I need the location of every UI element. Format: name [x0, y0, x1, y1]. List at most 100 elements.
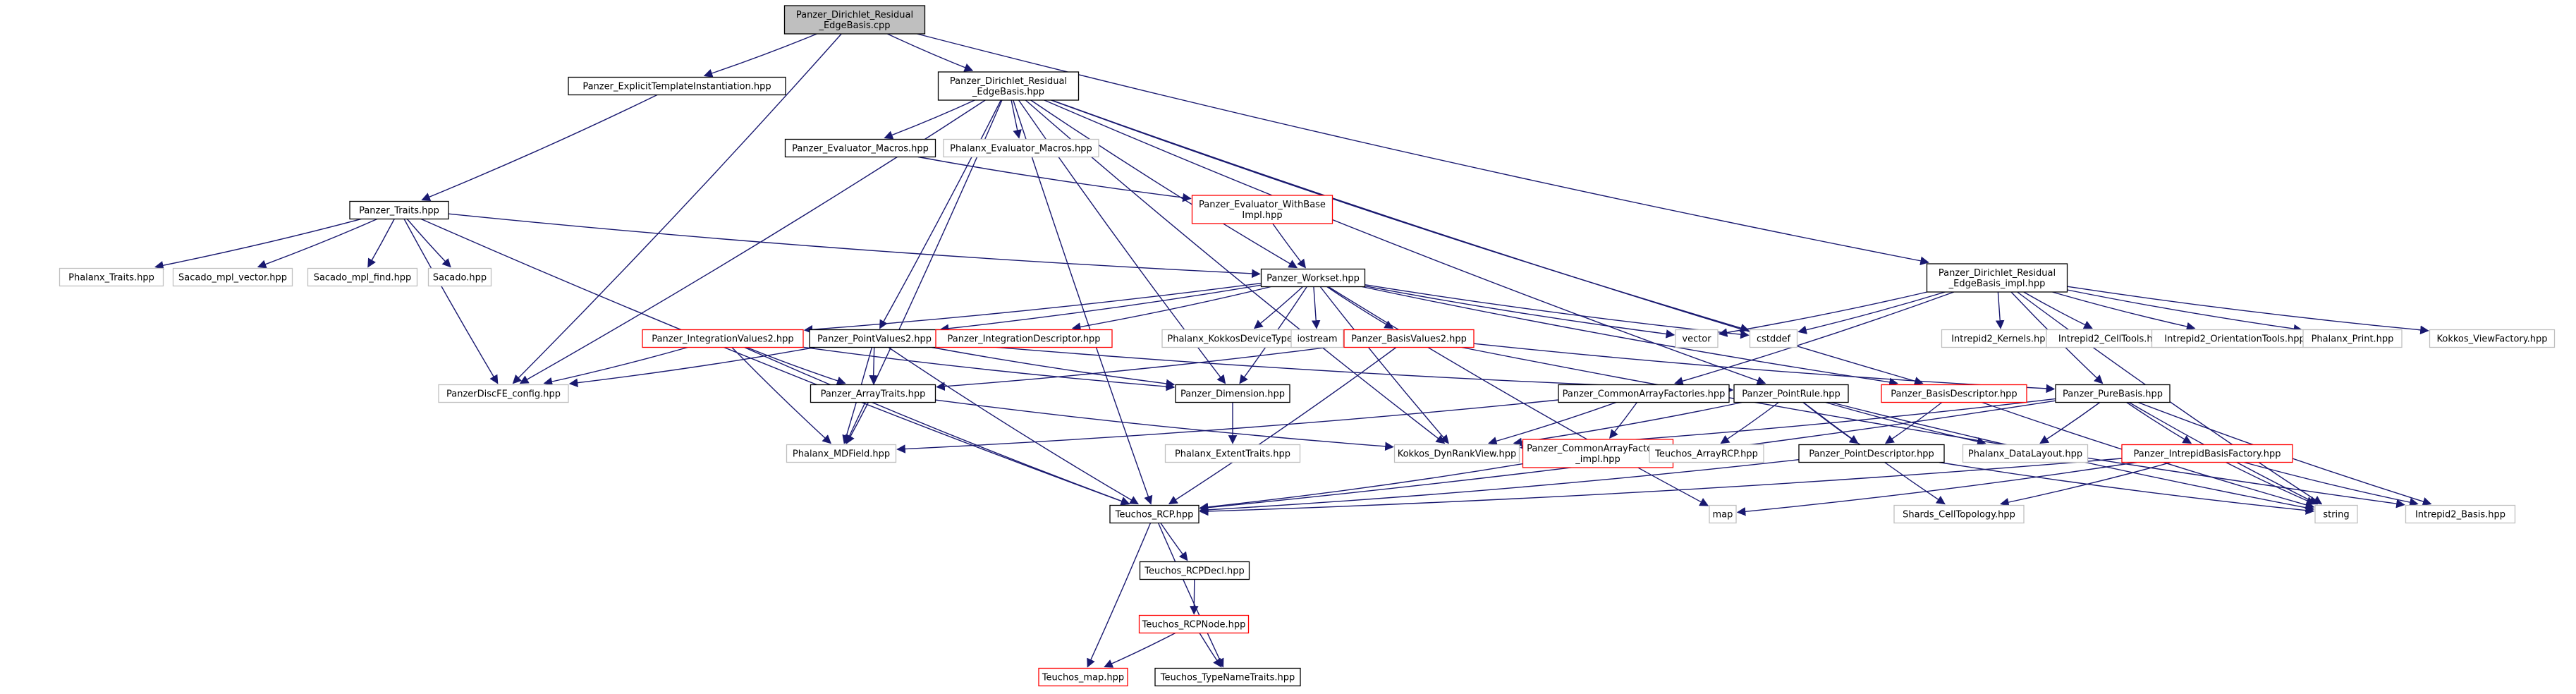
node-label: Sacado_mpl_find.hpp: [314, 273, 412, 284]
node-explicit[interactable]: Panzer_ExplicitTemplateInstantiation.hpp: [568, 76, 786, 96]
node-box: [1038, 667, 1128, 687]
node-rcpnode[interactable]: Teuchos_RCPNode.hpp: [1138, 614, 1250, 634]
node-label: Panzer_PointDescriptor.hpp: [1809, 449, 1934, 460]
node-arrayrcp: Teuchos_ArrayRCP.hpp: [1649, 444, 1764, 463]
node-cafhpp[interactable]: Panzer_CommonArrayFactories.hpp: [1558, 384, 1730, 403]
node-traits[interactable]: Panzer_Traits.hpp: [349, 200, 449, 220]
node-root[interactable]: Panzer_Dirichlet_Residual_EdgeBasis.cpp: [783, 5, 926, 35]
node-iostream: iostream: [1290, 329, 1344, 348]
node-box: [1558, 384, 1730, 403]
node-label: Teuchos_RCPDecl.hpp: [1144, 566, 1245, 577]
node-label: string: [2323, 510, 2349, 520]
node-cafimpl[interactable]: Panzer_CommonArrayFactories_impl.hpp: [1522, 439, 1674, 468]
node-box: [935, 329, 1113, 348]
edge-workset-to-iostream: [1311, 286, 1321, 329]
node-box: [1138, 614, 1250, 634]
node-box: [1675, 329, 1719, 348]
edge-workset-to-ptval: [939, 284, 1262, 334]
node-viewfac: Kokkos_ViewFactory.hpp: [2429, 329, 2556, 348]
node-rcp[interactable]: Teuchos_RCP.hpp: [1109, 504, 1200, 524]
node-typename[interactable]: Teuchos_TypeNameTraits.hpp: [1154, 667, 1301, 687]
node-label: Phalanx_Print.hpp: [2312, 334, 2394, 345]
node-dirimpl[interactable]: Panzer_Dirichlet_Residual_EdgeBasis_impl…: [1926, 263, 2068, 293]
edge-dirhpp-to-phxevmacros: [1011, 99, 1022, 139]
node-box: [1733, 384, 1849, 403]
node-box: [349, 200, 449, 220]
node-purebasis[interactable]: Panzer_PureBasis.hpp: [2055, 384, 2171, 403]
edge-ptval-to-discfe: [568, 346, 815, 387]
node-box: [1941, 329, 2062, 348]
node-label: Panzer_Dimension.hpp: [1180, 389, 1285, 400]
node-label: Phalanx_Traits.hpp: [68, 273, 154, 284]
edge-intval-to-rcp: [744, 346, 1130, 506]
node-box: [786, 444, 897, 463]
node-label: Teuchos_RCPNode.hpp: [1142, 620, 1246, 631]
edge-ptval-to-rcp: [888, 346, 1139, 505]
edge-workset-to-drv: [1319, 286, 1449, 444]
node-map: map: [1709, 504, 1737, 524]
node-discfe: PanzerDiscFE_config.hpp: [438, 384, 569, 403]
node-label: Sacado.hpp: [433, 273, 487, 284]
edge-workset-to-kokkosdev: [1253, 286, 1303, 329]
node-label: map: [1713, 510, 1733, 520]
node-tmap[interactable]: Teuchos_map.hpp: [1038, 667, 1128, 687]
node-label: Impl.hpp: [1242, 210, 1282, 221]
node-box: [1393, 444, 1520, 463]
edge-rcpnode-to-typename: [1199, 633, 1222, 668]
node-box: [568, 76, 786, 96]
edge-arraytraits-to-mdfield: [846, 402, 869, 444]
node-box: [1649, 444, 1764, 463]
node-drv: Kokkos_DynRankView.hpp: [1393, 444, 1520, 463]
edge-rcp-to-typename: [1157, 523, 1224, 668]
node-rcpdecl[interactable]: Teuchos_RCPDecl.hpp: [1139, 561, 1250, 580]
node-box: [1522, 439, 1674, 468]
edge-dirimpl-to-vector: [1718, 291, 1928, 337]
node-label: Panzer_CommonArrayFactories: [1527, 444, 1669, 454]
node-box: [2121, 444, 2293, 463]
node-box: [1109, 504, 1200, 524]
node-dimension[interactable]: Panzer_Dimension.hpp: [1175, 384, 1290, 403]
node-arraytraits[interactable]: Panzer_ArrayTraits.hpp: [810, 384, 936, 403]
edge-root-to-discfe: [512, 33, 842, 384]
node-intdesc[interactable]: Panzer_IntegrationDescriptor.hpp: [935, 329, 1113, 348]
node-label: Panzer_BasisValues2.hpp: [1351, 334, 1467, 345]
node-label: vector: [1682, 334, 1711, 345]
node-i2basis: Intrepid2_Basis.hpp: [2405, 504, 2516, 524]
node-box: [2151, 329, 2319, 348]
edge-workset-to-map: [1328, 286, 1709, 506]
edge-cafhpp-to-drv: [1487, 401, 1617, 446]
node-ibfactory[interactable]: Panzer_IntrepidBasisFactory.hpp: [2121, 444, 2293, 463]
node-box: [1881, 384, 2027, 403]
edge-layer: [154, 33, 2432, 668]
edge-dirhpp-to-evmacros: [884, 99, 975, 140]
node-basisval[interactable]: Panzer_BasisValues2.hpp: [1343, 329, 1475, 348]
node-label: Panzer_Traits.hpp: [359, 206, 439, 217]
node-label: Panzer_Dirichlet_Residual: [950, 76, 1067, 87]
edge-workset-to-basisval: [1326, 286, 1394, 329]
node-intval[interactable]: Panzer_IntegrationValues2.hpp: [642, 329, 804, 348]
node-label: Teuchos_ArrayRCP.hpp: [1654, 449, 1758, 460]
node-dirhpp[interactable]: Panzer_Dirichlet_Residual_EdgeBasis.hpp: [937, 71, 1080, 101]
edge-dirimpl-to-viewfac: [2067, 286, 2429, 335]
node-label: _EdgeBasis_impl.hpp: [1948, 279, 2046, 289]
node-label: Panzer_ExplicitTemplateInstantiation.hpp: [582, 82, 771, 92]
node-basisdesc[interactable]: Panzer_BasisDescriptor.hpp: [1881, 384, 2027, 403]
node-box: [2055, 384, 2171, 403]
node-datalayout: Phalanx_DataLayout.hpp: [1962, 444, 2089, 463]
edge-ptrule-to-drv: [1513, 401, 1742, 447]
node-workset[interactable]: Panzer_Workset.hpp: [1260, 268, 1366, 288]
node-evmacros[interactable]: Panzer_Evaluator_Macros.hpp: [784, 138, 936, 158]
node-ptval[interactable]: Panzer_PointValues2.hpp: [809, 329, 940, 348]
node-ptrule[interactable]: Panzer_PointRule.hpp: [1733, 384, 1849, 403]
edge-basisdesc-to-ptdesc: [1884, 401, 1943, 444]
edge-purebasis-to-datalayout: [2039, 401, 2101, 444]
node-label: Phalanx_DataLayout.hpp: [1968, 449, 2082, 460]
node-ptdesc[interactable]: Panzer_PointDescriptor.hpp: [1798, 444, 1945, 463]
node-box: [943, 138, 1099, 158]
edge-rcp-to-tmap: [1087, 523, 1152, 668]
node-box: [2405, 504, 2516, 524]
node-box: [1926, 263, 2068, 293]
node-box: [307, 267, 418, 287]
edge-cafhpp-to-cafimpl: [1609, 402, 1637, 439]
